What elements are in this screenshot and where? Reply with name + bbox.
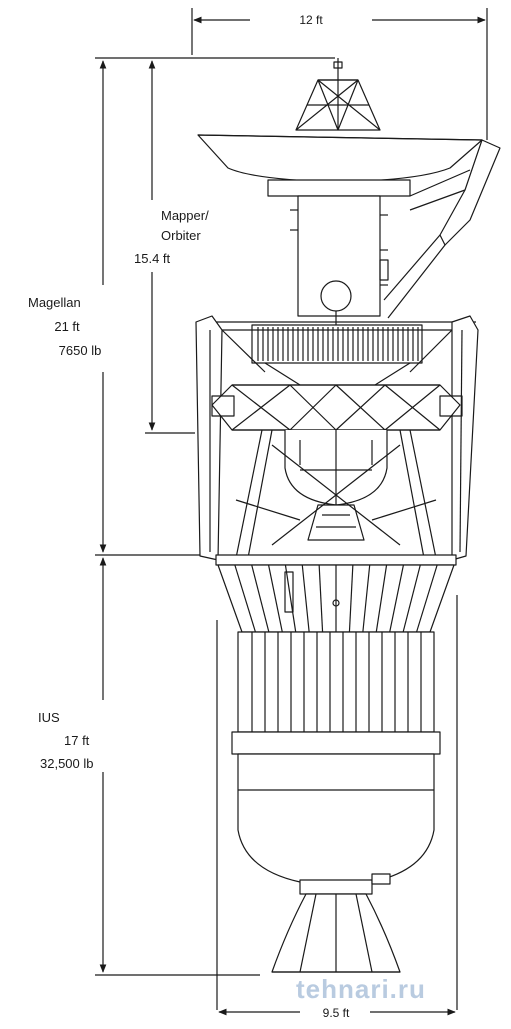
mapper-orbiter-label-line1: Mapper/ (161, 208, 209, 223)
labels: 12 ft Mapper/ Orbiter 15.4 ft Magellan 2… (28, 13, 426, 1020)
watermark: tehnari.ru (296, 974, 426, 1004)
adapter-rib (234, 564, 257, 633)
adapter-rib (284, 564, 297, 633)
adapter-rib (348, 564, 354, 633)
magellan-size: 21 ft (54, 319, 80, 334)
port-marker (332, 599, 340, 607)
mapper-orbiter-size: 15.4 ft (134, 251, 171, 266)
dimension-lines (95, 8, 488, 1016)
adapter-rib (402, 564, 421, 633)
bottom-width-label: 9.5 ft (323, 1006, 350, 1020)
adapter-rib (375, 564, 388, 633)
ius-nozzle (271, 873, 401, 973)
solar-panel-struts (195, 315, 479, 561)
adapter-rib (251, 564, 270, 633)
truss-structure (211, 362, 463, 431)
ius-stage-two (237, 753, 435, 883)
forward-equipment-module (290, 195, 389, 330)
medium-gain-antenna (383, 139, 501, 319)
mapper-orbiter-label-line2: Orbiter (161, 228, 201, 243)
adapter-rib (318, 564, 324, 633)
adapter-rib (389, 564, 405, 633)
support-legs (235, 429, 437, 559)
equipment-bus (200, 321, 476, 364)
magellan-label: Magellan (28, 295, 81, 310)
ius-interstage (215, 554, 457, 633)
top-width-label: 12 ft (299, 13, 323, 27)
ius-size: 17 ft (64, 733, 90, 748)
adapter-rib (301, 564, 310, 633)
propellant-tank (320, 280, 352, 312)
ius-stage-one (231, 631, 441, 755)
adapter-rib (362, 564, 371, 633)
adapter-rib (267, 564, 283, 633)
antenna-feed (295, 58, 381, 131)
adapter-rib (415, 564, 438, 633)
magellan-weight: 7650 lb (59, 343, 102, 358)
ius-label: IUS (38, 710, 60, 725)
spacecraft-drawing (195, 58, 501, 973)
ius-weight: 32,500 lb (40, 756, 94, 771)
high-gain-antenna (197, 134, 483, 197)
